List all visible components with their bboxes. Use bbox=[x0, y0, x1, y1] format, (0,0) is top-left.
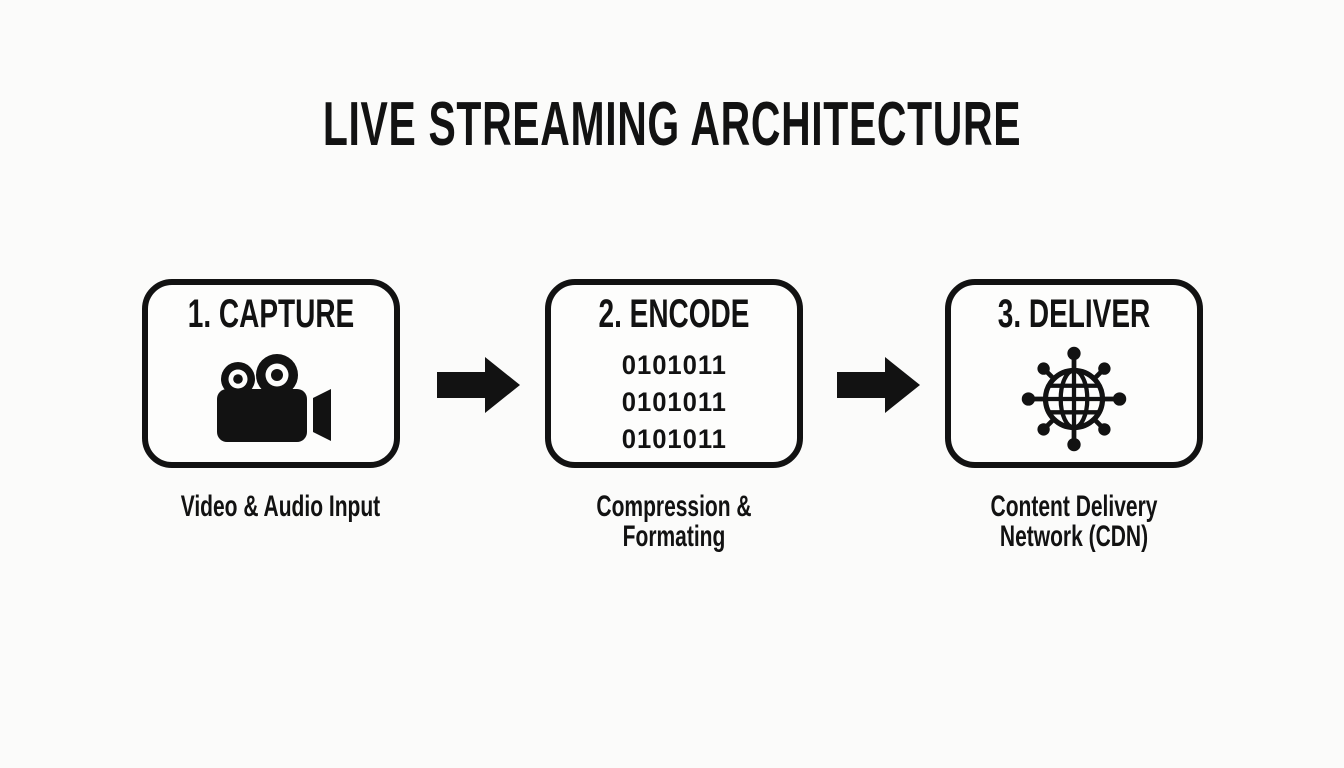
arrow-right-icon bbox=[437, 357, 520, 413]
stage-box-deliver: 3. DELIVER bbox=[945, 279, 1203, 468]
video-camera-icon bbox=[217, 353, 331, 442]
stage-caption-encode: Compression & Formating bbox=[584, 492, 765, 552]
stage-caption-deliver: Content Delivery Network (CDN) bbox=[984, 492, 1165, 552]
stage-icon-area bbox=[148, 341, 394, 456]
binary-code-icon: 0101011 0101011 0101011 bbox=[621, 347, 726, 458]
stage-heading-deliver: 3. DELIVER bbox=[997, 292, 1151, 336]
stage-box-encode: 2. ENCODE 0101011 0101011 0101011 bbox=[545, 279, 803, 468]
caption-line: Compression & bbox=[596, 490, 752, 523]
caption-line: Video & Audio Input bbox=[180, 490, 381, 523]
stage-icon-area bbox=[951, 341, 1197, 456]
stage-heading-encode: 2. ENCODE bbox=[598, 292, 750, 336]
diagram-title: LIVE STREAMING ARCHITECTURE bbox=[322, 90, 1022, 159]
cdn-globe-icon bbox=[1021, 346, 1127, 451]
stage-box-capture: 1. CAPTURE bbox=[142, 279, 400, 468]
caption-line: Content Delivery bbox=[990, 490, 1158, 523]
binary-row: 0101011 bbox=[621, 387, 727, 417]
arrow-right-icon bbox=[837, 357, 920, 413]
binary-row: 0101011 bbox=[621, 424, 727, 454]
caption-line: Network (CDN) bbox=[999, 520, 1149, 553]
stage-icon-area: 0101011 0101011 0101011 bbox=[551, 341, 797, 456]
stage-caption-capture: Video & Audio Input bbox=[180, 490, 381, 523]
stage-heading-capture: 1. CAPTURE bbox=[187, 292, 355, 336]
caption-line: Formating bbox=[622, 520, 726, 553]
binary-row: 0101011 bbox=[621, 350, 727, 380]
